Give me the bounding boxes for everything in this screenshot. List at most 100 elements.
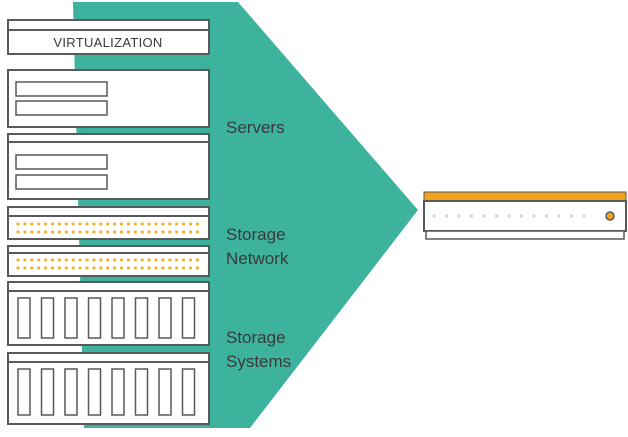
led-dot <box>469 214 474 218</box>
storage-array <box>7 352 210 425</box>
led-dot <box>50 222 55 226</box>
led-dot <box>154 230 158 234</box>
led-dot <box>175 222 179 226</box>
led-dot <box>16 266 20 270</box>
led-dot <box>44 258 48 262</box>
led-dot <box>37 266 41 270</box>
layer-labels: Servers Storage Network Storage Systems <box>226 118 291 371</box>
led-dot <box>71 222 75 226</box>
led-dot <box>113 230 117 234</box>
storage-network-switch <box>7 206 210 240</box>
led-dot <box>71 230 75 234</box>
drive-bay <box>134 368 149 416</box>
drive-bay <box>17 297 31 339</box>
led-dot <box>106 258 110 262</box>
drive-bay-row <box>17 297 196 339</box>
led-dot <box>444 214 449 218</box>
led-dot <box>126 230 130 234</box>
led-dot <box>71 258 75 262</box>
infrastructure-rack: VIRTUALIZATION <box>7 19 210 425</box>
drive-bay <box>134 297 149 339</box>
led-dot <box>71 266 75 270</box>
led-dot <box>154 266 158 270</box>
led-dot <box>106 222 110 226</box>
led-dot <box>182 230 186 234</box>
led-dot <box>147 266 151 270</box>
led-dot <box>188 230 193 234</box>
led-dot <box>57 230 62 234</box>
drive-bay <box>181 297 196 339</box>
led-dot <box>16 258 20 262</box>
storage-network-label-line1: Storage <box>226 225 286 244</box>
led-dot <box>188 266 193 270</box>
led-dot <box>182 222 186 226</box>
led-dot <box>78 230 82 234</box>
led-dot <box>119 266 124 270</box>
drive-bay <box>158 297 172 339</box>
led-dot <box>30 230 34 234</box>
led-dot <box>99 258 103 262</box>
led-dot <box>161 266 165 270</box>
led-dot <box>519 214 524 218</box>
led-dot <box>23 230 27 234</box>
led-dot <box>92 230 96 234</box>
led-dot <box>37 230 41 234</box>
led-dot <box>494 214 499 218</box>
led-dot <box>195 266 199 270</box>
led-dot <box>64 266 68 270</box>
led-dot <box>44 222 48 226</box>
led-dot <box>154 258 158 262</box>
led-dot <box>168 230 172 234</box>
led-dot <box>168 222 172 226</box>
drive-bay <box>158 368 172 416</box>
led-dot <box>92 222 96 226</box>
led-dot <box>23 258 27 262</box>
led-dot <box>195 222 199 226</box>
led-dot <box>23 222 27 226</box>
led-dot <box>188 258 193 262</box>
servers-label: Servers <box>226 118 285 137</box>
storage-array <box>7 281 210 346</box>
drive-bay <box>64 297 78 339</box>
storage-systems-label-line2: Systems <box>226 352 291 371</box>
storage-network-switch <box>7 245 210 277</box>
drive-bay <box>87 297 102 339</box>
led-dot <box>133 258 137 262</box>
appliance-vent-dots <box>432 214 586 218</box>
drive-bay <box>17 368 31 416</box>
led-dot <box>126 258 130 262</box>
led-dot <box>113 266 117 270</box>
led-dot <box>182 258 186 262</box>
led-dot <box>23 266 27 270</box>
appliance-status-led <box>605 211 615 221</box>
led-dot <box>57 222 62 226</box>
led-dot <box>140 230 144 234</box>
led-dot <box>175 266 179 270</box>
led-dot <box>64 222 68 226</box>
led-dot <box>161 258 165 262</box>
drive-bay-row <box>17 368 196 416</box>
drive-bay <box>111 297 125 339</box>
appliance-top-bar <box>423 191 627 202</box>
led-dot <box>133 222 137 226</box>
led-dot <box>147 258 151 262</box>
led-dot <box>106 266 110 270</box>
led-dot <box>133 230 137 234</box>
led-dot <box>99 230 103 234</box>
led-dot <box>140 222 144 226</box>
led-dot <box>30 266 34 270</box>
virtualization-label: VIRTUALIZATION <box>53 35 162 50</box>
led-dot <box>557 214 561 218</box>
led-dot <box>50 258 55 262</box>
led-dot <box>85 266 89 270</box>
led-dot <box>64 230 68 234</box>
drive-bay <box>87 368 102 416</box>
led-dot <box>37 258 41 262</box>
led-dot <box>78 258 82 262</box>
led-dot <box>154 222 158 226</box>
led-dot <box>175 258 179 262</box>
led-dot <box>507 214 511 218</box>
led-dot <box>457 214 461 218</box>
led-dot <box>195 258 199 262</box>
